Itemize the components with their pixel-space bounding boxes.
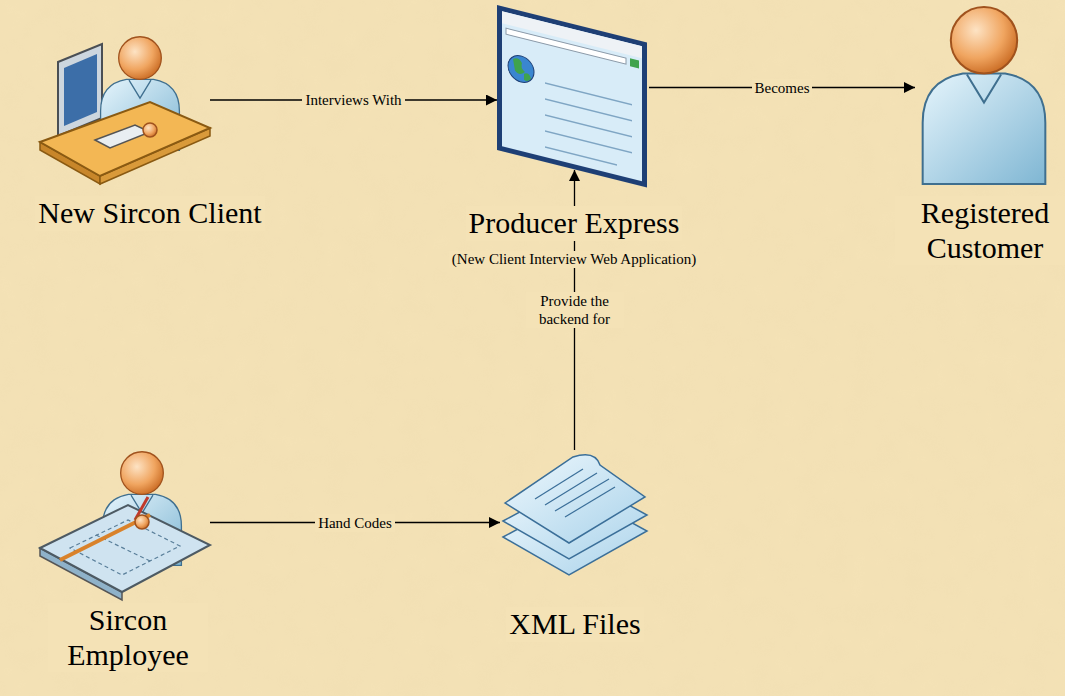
window-page — [502, 11, 642, 181]
node-caption: New Sircon Client — [15, 196, 285, 231]
employee-at-drafting-table — [40, 452, 210, 600]
keyboard — [95, 125, 150, 148]
node-caption: XML Files — [465, 607, 685, 642]
customer-person — [923, 7, 1046, 184]
xml-files-icon: XML Files — [500, 450, 650, 600]
file-page — [505, 455, 645, 543]
node-caption: Producer Express (New Client Interview We… — [364, 206, 784, 268]
edge-label: Hand Codes — [315, 514, 395, 532]
node-caption: Sircon Employee — [48, 603, 208, 672]
web-app-icon: Producer Express(New Client Interview We… — [497, 5, 649, 170]
ruler — [60, 515, 150, 560]
node-caption: Registered Customer — [895, 196, 1065, 265]
node-title: New Sircon Client — [35, 196, 264, 231]
go-button — [630, 58, 639, 68]
client-icon: New Sircon Client — [40, 30, 210, 180]
desk-top — [40, 102, 210, 176]
node-subtitle: (New Client Interview Web Application) — [449, 251, 699, 268]
edge-label: Becomes — [752, 79, 813, 97]
employee-icon: Sircon Employee — [40, 445, 210, 595]
customer-icon: Registered Customer — [915, 0, 1053, 186]
monitor-screen — [64, 54, 97, 126]
edge-label: Provide the backend for — [526, 292, 624, 328]
node-title: Registered Customer — [895, 196, 1065, 265]
hand — [135, 515, 149, 529]
window-frame — [497, 5, 647, 187]
hand — [143, 123, 157, 137]
drafting-board — [40, 505, 210, 592]
client-at-computer — [40, 37, 210, 184]
browser-window — [497, 5, 647, 187]
xml-file-stack — [503, 455, 647, 575]
page-lines — [545, 83, 632, 169]
node-title: Sircon Employee — [48, 603, 208, 672]
globe — [508, 53, 534, 85]
file-lines — [535, 469, 615, 517]
edge-label: Interviews With — [302, 91, 404, 109]
globe-land — [513, 57, 531, 82]
node-title: XML Files — [506, 607, 643, 642]
node-title: Producer Express — [466, 206, 683, 241]
